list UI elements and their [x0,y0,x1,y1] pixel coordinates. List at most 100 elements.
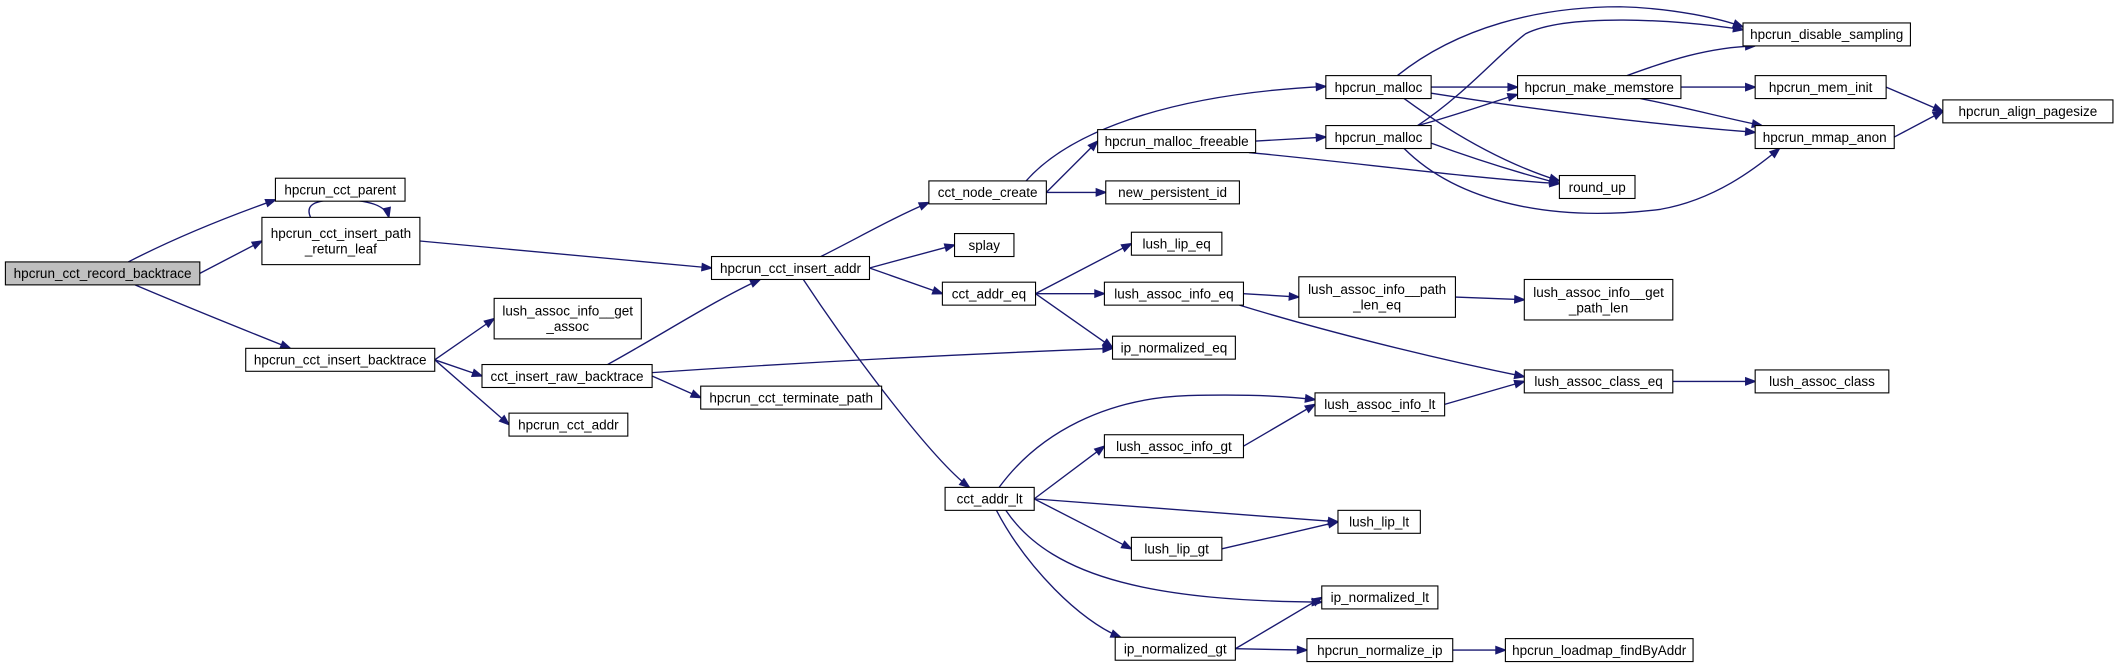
function-node-label: splay [968,238,1000,253]
call-edge-malloc_freeable-to-malloc2 [1256,133,1328,143]
function-node-label: lush_assoc_info__path [1308,282,1446,297]
function-node-label: _return_leaf [304,242,377,257]
call-edge-insert_path-to-insert_path [309,200,392,220]
function-node-new-pid[interactable]: new_persistent_id [1105,180,1240,205]
function-node-label: hpcrun_malloc [1335,130,1423,145]
call-edge-addr_lt-to-lip_gt [1034,499,1134,550]
call-edge-malloc2-to-disable [1418,20,1745,125]
call-edge-addr_eq-to-lip_eq [1036,242,1134,294]
call-edge-insert_addr-to-addr_lt [803,279,971,489]
function-node-ipn-lt[interactable]: ip_normalized_lt [1321,585,1439,610]
function-node-label: lush_lip_gt [1144,542,1209,557]
call-edge-malloc2-to-mmap [1404,147,1781,214]
function-node-info-eq[interactable]: lush_assoc_info_eq [1103,281,1245,306]
function-node-get-assoc[interactable]: lush_assoc_info__get_assoc [493,297,642,340]
function-node-info-lt[interactable]: lush_assoc_info_lt [1314,392,1446,417]
function-node-get-path-len[interactable]: lush_assoc_info__get_path_len [1523,278,1674,321]
call-edge-info_eq-to-class_eq [1239,305,1527,380]
call-edge-insert_bt-to-cct_addr [435,360,511,426]
call-edge-insert_bt-to-raw_bt [435,360,484,377]
function-node-label: cct_addr_lt [957,492,1023,507]
call-edges [128,7,1945,655]
function-node-disable[interactable]: hpcrun_disable_sampling [1742,22,1911,47]
function-node-label: cct_insert_raw_backtrace [491,369,644,384]
function-node-label: hpcrun_cct_record_backtrace [14,266,192,281]
function-node-label: new_persistent_id [1118,185,1227,200]
call-edge-root-to-parent [128,200,278,262]
function-node-label: lush_assoc_class [1769,374,1875,389]
function-node-label: lush_assoc_info_eq [1114,286,1233,301]
function-node-memstore[interactable]: hpcrun_make_memstore [1516,75,1682,100]
function-node-label: hpcrun_cct_insert_addr [720,261,862,276]
function-node-cct-addr[interactable]: hpcrun_cct_addr [508,412,629,437]
call-edge-addr_lt-to-info_gt [1034,445,1106,499]
call-edge-addr_lt-to-info_lt [999,393,1317,487]
function-node-label: lush_assoc_info_gt [1116,439,1232,454]
function-node-label: lush_assoc_class_eq [1534,374,1662,389]
function-node-ipn-gt[interactable]: ip_normalized_gt [1114,636,1236,661]
function-node-label: hpcrun_mem_init [1769,80,1873,95]
function-node-label: ip_normalized_gt [1124,642,1227,657]
function-node-lip-gt[interactable]: lush_lip_gt [1130,536,1223,561]
function-node-label: _assoc [545,319,589,334]
function-node-mem-init[interactable]: hpcrun_mem_init [1754,75,1887,100]
function-node-label: lush_assoc_info_lt [1324,397,1435,412]
function-node-raw-bt[interactable]: cct_insert_raw_backtrace [481,363,653,389]
function-node-label: hpcrun_malloc [1335,80,1423,95]
function-node-addr-lt[interactable]: cct_addr_lt [944,486,1035,511]
function-node-label: hpcrun_cct_parent [284,182,396,197]
function-node-round-up[interactable]: round_up [1558,174,1636,200]
function-node-root[interactable]: hpcrun_cct_record_backtrace [4,261,201,286]
function-node-label: cct_addr_eq [952,286,1026,301]
function-node-label: ip_normalized_lt [1331,590,1430,605]
function-node-label: round_up [1569,180,1626,195]
function-node-addr-eq[interactable]: cct_addr_eq [941,281,1037,306]
function-node-label: ip_normalized_eq [1121,340,1228,355]
function-node-label: hpcrun_cct_insert_backtrace [254,353,427,368]
function-node-splay[interactable]: splay [953,233,1015,258]
call-edge-insert_bt-to-get_assoc [435,317,496,360]
call-edge-node_create-to-new_pid [1046,187,1108,197]
function-node-insert-path[interactable]: hpcrun_cct_insert_path_return_leaf [261,216,421,266]
function-node-term-path[interactable]: hpcrun_cct_terminate_path [700,385,883,410]
call-edge-info_gt-to-info_lt [1243,403,1317,446]
call-edge-ipn_gt-to-normalize_ip [1235,645,1309,655]
call-edge-memstore-to-mem_init [1681,82,1758,92]
function-node-label: lush_lip_eq [1142,236,1210,251]
function-node-node-create[interactable]: cct_node_create [928,180,1047,205]
call-edge-insert_path-to-insert_addr [420,241,714,272]
call-edge-path_len_eq-to-get_path_len [1455,294,1527,304]
function-node-path-len-eq[interactable]: lush_assoc_info__path_len_eq [1298,276,1456,318]
function-node-info-gt[interactable]: lush_assoc_info_gt [1103,434,1245,459]
function-node-normalize-ip[interactable]: hpcrun_normalize_ip [1306,638,1454,663]
call-edge-malloc1-to-mmap [1431,93,1758,137]
call-edge-ipn_gt-to-ipn_lt [1235,596,1324,648]
function-node-align[interactable]: hpcrun_align_pagesize [1942,99,2114,124]
call-edge-info_eq-to-path_len_eq [1243,291,1301,301]
function-node-lip-eq[interactable]: lush_lip_eq [1130,231,1223,256]
function-node-insert-bt[interactable]: hpcrun_cct_insert_backtrace [245,347,436,372]
function-node-label: lush_lip_lt [1349,515,1409,530]
function-node-parent[interactable]: hpcrun_cct_parent [274,177,406,202]
function-node-ipn-eq[interactable]: ip_normalized_eq [1111,335,1236,360]
function-node-class[interactable]: lush_assoc_class [1754,369,1890,394]
function-node-malloc2[interactable]: hpcrun_malloc [1325,125,1432,150]
call-edge-root-to-insert_bt [135,285,293,348]
call-edge-malloc1-to-disable [1397,7,1745,76]
function-node-lip-lt[interactable]: lush_lip_lt [1337,509,1421,534]
function-nodes: hpcrun_cct_record_backtrace hpcrun_cct_pa… [4,22,2114,663]
function-node-label: lush_assoc_info__get [1533,285,1664,300]
function-node-mmap[interactable]: hpcrun_mmap_anon [1754,125,1895,150]
function-node-insert-addr[interactable]: hpcrun_cct_insert_addr [710,255,871,281]
function-node-label: hpcrun_mmap_anon [1763,130,1887,145]
call-edge-lip_gt-to-lip_lt [1222,519,1340,549]
function-node-class-eq[interactable]: lush_assoc_class_eq [1523,369,1674,394]
function-node-label: _path_len [1568,300,1628,315]
call-edge-memstore-to-disable [1627,41,1758,76]
function-node-malloc1[interactable]: hpcrun_malloc [1325,75,1432,100]
function-node-malloc-freeable[interactable]: hpcrun_malloc_freeable [1097,129,1257,154]
function-node-findbyaddr[interactable]: hpcrun_loadmap_findByAddr [1504,638,1694,663]
call-edge-insert_addr-to-node_create [821,203,931,257]
function-node-label: hpcrun_cct_insert_path [271,226,411,241]
